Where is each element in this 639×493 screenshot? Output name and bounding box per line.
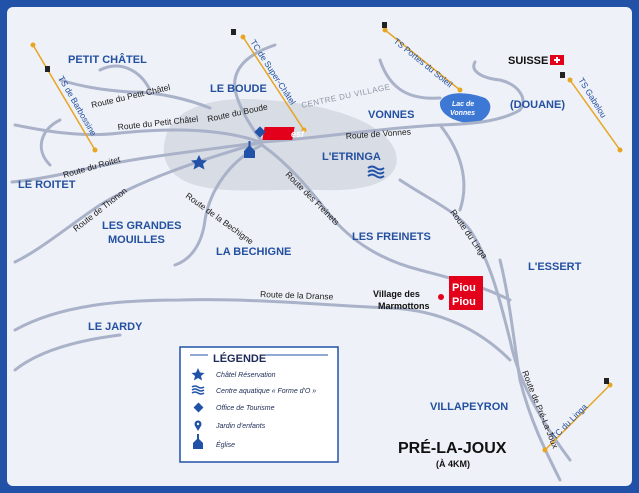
lift-gabelou <box>569 79 621 151</box>
legend-item-label: Jardin d'enfants <box>215 423 266 430</box>
road-roitet <box>10 140 264 184</box>
waves-icon <box>191 385 205 395</box>
lift-super-chatel <box>242 36 305 131</box>
road-thonon <box>13 140 264 264</box>
legend-item-label: Office de Tourisme <box>216 405 275 412</box>
road-label-bechigne: Route de la Bechigne <box>184 191 256 247</box>
piou-piou-logo[interactable]: Piou Piou <box>438 276 483 310</box>
road-vonnes <box>260 60 525 144</box>
area-pre-la-joux: PRÉ-LA-JOUX <box>398 438 507 457</box>
lac-de-vonnes <box>439 93 491 123</box>
map-pin-icon <box>194 420 202 431</box>
area-pre-la-joux-distance: (À 4KM) <box>436 459 470 469</box>
road-east <box>438 123 466 212</box>
chairlift-icons <box>45 22 609 384</box>
lake-label-2: Vonnes <box>450 110 475 117</box>
area-le-jardy: LE JARDY <box>88 321 143 333</box>
lift-label-portes-du-soleil: TS Portes du Soleil <box>392 36 455 90</box>
area-petit-chatel: PETIT CHÂTEL <box>68 53 147 66</box>
lift-linga <box>544 384 611 451</box>
road-petit-chatel-upper <box>58 78 212 110</box>
legend-item-label: Église <box>216 440 235 449</box>
road-dranse <box>13 298 512 362</box>
road-label-linga: Route du Linga <box>448 207 489 260</box>
area-la-bechigne: LA BECHIGNE <box>216 246 291 258</box>
area-vonnes: VONNES <box>368 109 414 121</box>
chatel-reservation-star-icon[interactable] <box>191 155 207 170</box>
esf-logo[interactable]: esf <box>262 127 305 140</box>
legend: LÉGENDE Châtel Réservation Centre aquati… <box>179 346 339 463</box>
road-network <box>10 43 572 482</box>
legend-title: LÉGENDE <box>213 352 266 365</box>
road-linga <box>398 178 572 462</box>
piou-logo-text-2: Piou <box>452 296 476 308</box>
map-frame: Lac de Vonnes <box>7 7 632 486</box>
road-petit-chatel-branch <box>98 64 152 92</box>
area-les-grandes: LES GRANDES <box>102 220 181 232</box>
star-icon <box>191 368 205 381</box>
area-mouilles: MOUILLES <box>108 234 165 246</box>
centre-du-village-label: CENTRE DU VILLAGE <box>301 82 392 110</box>
info-office-icon <box>193 402 204 413</box>
road-label-vonnes: Route de Vonnes <box>345 126 411 141</box>
road-west-loop <box>39 118 62 167</box>
lift-portes-du-soleil <box>384 29 461 91</box>
swiss-flag-icon <box>550 55 564 65</box>
village-centre-zone <box>163 98 397 191</box>
village-des-marmottons-1: Village des <box>373 289 420 299</box>
church-icon <box>193 434 203 449</box>
centre-aquatique-icon[interactable] <box>367 165 385 179</box>
esf-logo-text: esf <box>291 129 305 139</box>
legend-item-label: Centre aquatique « Forme d'O » <box>216 388 316 395</box>
road-north-loop <box>378 58 442 100</box>
area-letringa: L'ETRINGA <box>322 151 381 163</box>
road-jardy <box>13 333 122 372</box>
eglise-icon[interactable] <box>244 141 255 158</box>
area-lessert: L'ESSERT <box>528 261 582 273</box>
lift-barbossine <box>32 44 96 151</box>
village-des-marmottons-2: Marmottons <box>378 301 430 311</box>
lift-label-super-chatel: TC de Super-Châtel <box>248 38 298 107</box>
piou-logo-text-1: Piou <box>452 282 476 294</box>
lake-label-1: Lac de <box>452 101 474 108</box>
ski-lifts <box>32 29 621 451</box>
road-label-petit-chatel: Route du Petit Châtel <box>90 82 171 110</box>
legend-item-label: Châtel Réservation <box>216 372 276 379</box>
area-suisse: SUISSE <box>508 55 548 67</box>
area-douane: (DOUANE) <box>510 99 565 111</box>
lift-label-gabelou: TS Gabelou <box>576 76 609 120</box>
map-canvas[interactable]: Lac de Vonnes <box>7 7 632 486</box>
road-bechigne <box>173 143 264 267</box>
area-les-freinets: LES FREINETS <box>352 231 431 243</box>
road-label-roitet: Route du Roitet <box>62 154 122 180</box>
area-le-roitet: LE ROITET <box>18 179 76 191</box>
area-villapeyron: VILLAPEYRON <box>430 401 508 413</box>
lift-stations <box>30 27 623 453</box>
road-petit-chatel-lower <box>13 123 262 144</box>
road-label-dranse: Route de la Dranse <box>260 289 334 302</box>
area-le-boude: LE BOUDE <box>210 83 267 95</box>
